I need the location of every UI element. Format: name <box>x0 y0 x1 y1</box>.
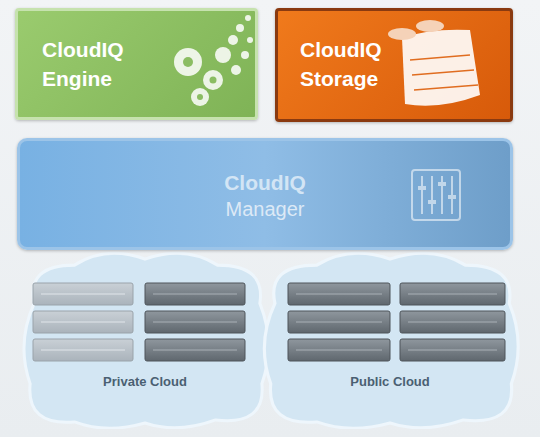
public-cloud: Public Cloud <box>254 243 526 429</box>
node-label: Private Cloud <box>14 374 276 390</box>
cloud-shape <box>254 243 526 429</box>
node-label: Public Cloud <box>254 374 526 390</box>
node-label: CloudIQ Engine <box>42 35 172 93</box>
node-label: CloudIQ <box>170 171 360 195</box>
cloud-shape <box>14 243 276 429</box>
storage-box: CloudIQ Storage <box>275 8 513 122</box>
private-cloud: Private Cloud <box>14 243 276 429</box>
node-label: Manager <box>170 197 360 221</box>
engine-box: CloudIQ Engine <box>15 8 258 120</box>
manager-band: CloudIQManager <box>17 138 513 250</box>
node-label: CloudIQ Storage <box>300 35 410 93</box>
